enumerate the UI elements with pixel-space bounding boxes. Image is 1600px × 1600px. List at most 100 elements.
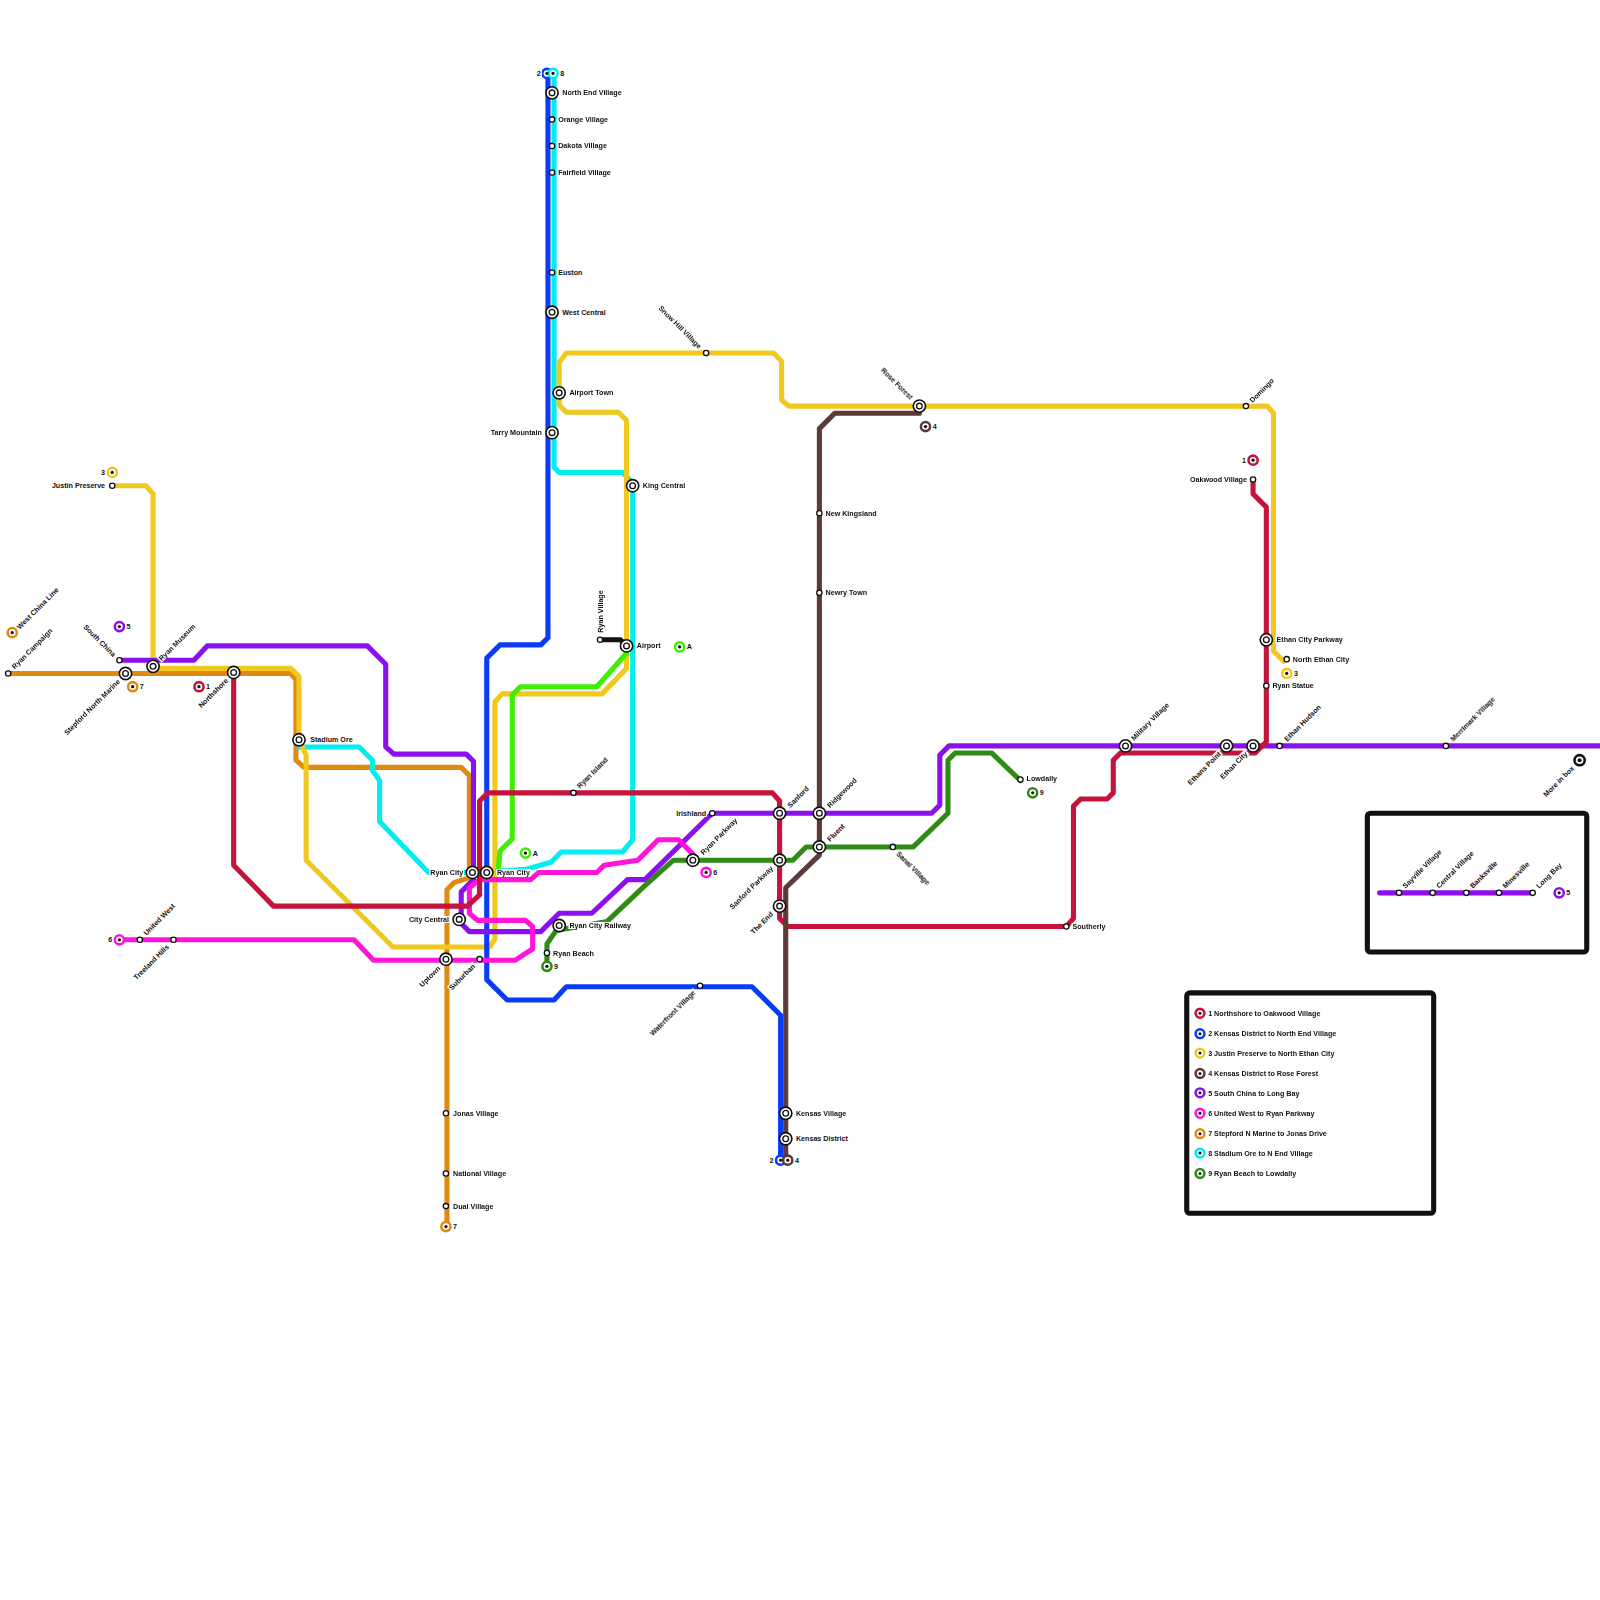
station xyxy=(544,950,549,955)
interchange-station xyxy=(119,667,131,679)
interchange-core xyxy=(817,844,823,850)
line-bullet xyxy=(128,682,137,691)
station xyxy=(1264,683,1269,688)
interchange-core xyxy=(783,1136,789,1142)
interchange-station xyxy=(773,900,785,912)
station-label: North Ethan City xyxy=(1292,656,1350,663)
legend-text: 4 Kensas District to Rose Forest xyxy=(1208,1070,1318,1077)
route-line xyxy=(487,73,781,1160)
bullet-dot xyxy=(524,851,527,854)
station xyxy=(1250,477,1255,482)
interchange-core xyxy=(556,390,562,396)
interchange-station xyxy=(1247,740,1259,752)
legend-swatch-box xyxy=(1194,1007,1206,1019)
legend-text: 9 Ryan Beach to Lowdally xyxy=(1208,1170,1296,1177)
line-bullet xyxy=(548,69,557,78)
legend-swatch-box xyxy=(1194,1127,1206,1139)
legend-text: 7 Stepford N Marine to Jonas Drive xyxy=(1208,1130,1327,1137)
legend-text: 2 Kensas District to North End Village xyxy=(1208,1030,1336,1037)
legend: 1 Northshore to Oakwood Village 2 Kensas … xyxy=(1194,1003,1427,1197)
station xyxy=(1277,743,1282,748)
interchange-station xyxy=(687,854,699,866)
station-label: Stepford North Marine xyxy=(62,677,122,737)
station-label: Northshore xyxy=(196,676,230,710)
interchange-core xyxy=(817,810,823,816)
line-number: 2 xyxy=(768,1157,774,1164)
station-label: Ryan Village xyxy=(596,589,603,633)
interchange-station xyxy=(293,734,305,746)
legend-text: 5 South China to Long Bay xyxy=(1208,1090,1299,1097)
station-label: Irishland xyxy=(675,810,707,817)
legend-swatch xyxy=(1196,1169,1205,1178)
line-bullet xyxy=(194,682,203,691)
station xyxy=(1284,657,1289,662)
bullet-dot xyxy=(1198,1032,1201,1035)
interchange-station xyxy=(627,480,639,492)
line-number: 8 xyxy=(559,70,565,77)
route-line xyxy=(119,646,1600,932)
station-label: Banksville xyxy=(1468,859,1499,890)
legend-swatch-box xyxy=(1194,1067,1206,1079)
line-bullets xyxy=(8,69,1564,1231)
interchange-core xyxy=(630,483,636,489)
line-bullet xyxy=(108,468,117,477)
legend-row: 9 Ryan Beach to Lowdally xyxy=(1194,1167,1296,1179)
legend-row: 6 United West to Ryan Parkway xyxy=(1194,1107,1315,1119)
station-label: Sanford xyxy=(785,784,811,810)
interchange-station xyxy=(453,913,465,925)
interchange-core xyxy=(1250,743,1256,749)
line-number: A xyxy=(686,643,693,650)
line-number: 7 xyxy=(452,1223,458,1230)
station-label: Fairfield Village xyxy=(557,169,612,176)
legend-swatch xyxy=(1196,1009,1205,1018)
bullet-dot xyxy=(131,685,134,688)
stations xyxy=(6,87,1536,1209)
station-label: South China xyxy=(82,622,118,658)
interchange-station xyxy=(546,87,558,99)
legend-row: 1 Northshore to Oakwood Village xyxy=(1194,1007,1320,1019)
legend-row: 4 Kensas District to Rose Forest xyxy=(1194,1067,1318,1079)
station-label: The End xyxy=(749,910,775,936)
station xyxy=(549,170,554,175)
interchange-core xyxy=(549,90,555,96)
station-label: Lowdally xyxy=(1026,775,1059,782)
legend-row: 7 Stepford N Marine to Jonas Drive xyxy=(1194,1127,1327,1139)
station-label: Waterfront Village xyxy=(648,988,697,1037)
interchange-station xyxy=(780,1133,792,1145)
station-label: Ryan City xyxy=(429,869,464,876)
station xyxy=(1396,890,1401,895)
station xyxy=(443,1111,448,1116)
interchange-core xyxy=(470,870,476,876)
route-line xyxy=(234,480,1267,927)
legend-row: 3 Justin Preserve to North Ethan City xyxy=(1194,1047,1335,1059)
legend-box xyxy=(1187,993,1434,1213)
station xyxy=(1443,743,1448,748)
bullet-dot xyxy=(1198,1172,1201,1175)
line-number: 7 xyxy=(139,683,145,690)
station-label: National Village xyxy=(452,1170,507,1177)
bullet-dot xyxy=(545,965,548,968)
route-line xyxy=(786,413,920,1160)
station-label: Newry Town xyxy=(824,589,868,596)
station-label: Ryan Museum xyxy=(157,622,198,663)
interchange-core xyxy=(549,309,555,315)
station xyxy=(1243,403,1248,408)
interchange-core xyxy=(231,670,237,676)
station xyxy=(703,350,708,355)
legend-swatch-box xyxy=(1194,1107,1206,1119)
station-label: Merrimark Village xyxy=(1448,695,1497,744)
station-label: Airport Town xyxy=(568,389,614,396)
station-label: Ethan Hudson xyxy=(1282,703,1323,744)
interchange-station xyxy=(813,807,825,819)
legend-text: 8 Stadium Ore to N End Village xyxy=(1208,1150,1313,1157)
interchange-station xyxy=(546,427,558,439)
bullet-dot xyxy=(1031,791,1034,794)
station xyxy=(549,117,554,122)
bullet-dot xyxy=(786,1159,789,1162)
interchange-core xyxy=(777,810,783,816)
station-label: Tarry Mountain xyxy=(490,429,543,436)
station-label: Kensas District xyxy=(795,1135,849,1142)
station xyxy=(1496,890,1501,895)
station-label: Orange Village xyxy=(557,116,609,123)
station-label: Long Bay xyxy=(1534,861,1564,891)
